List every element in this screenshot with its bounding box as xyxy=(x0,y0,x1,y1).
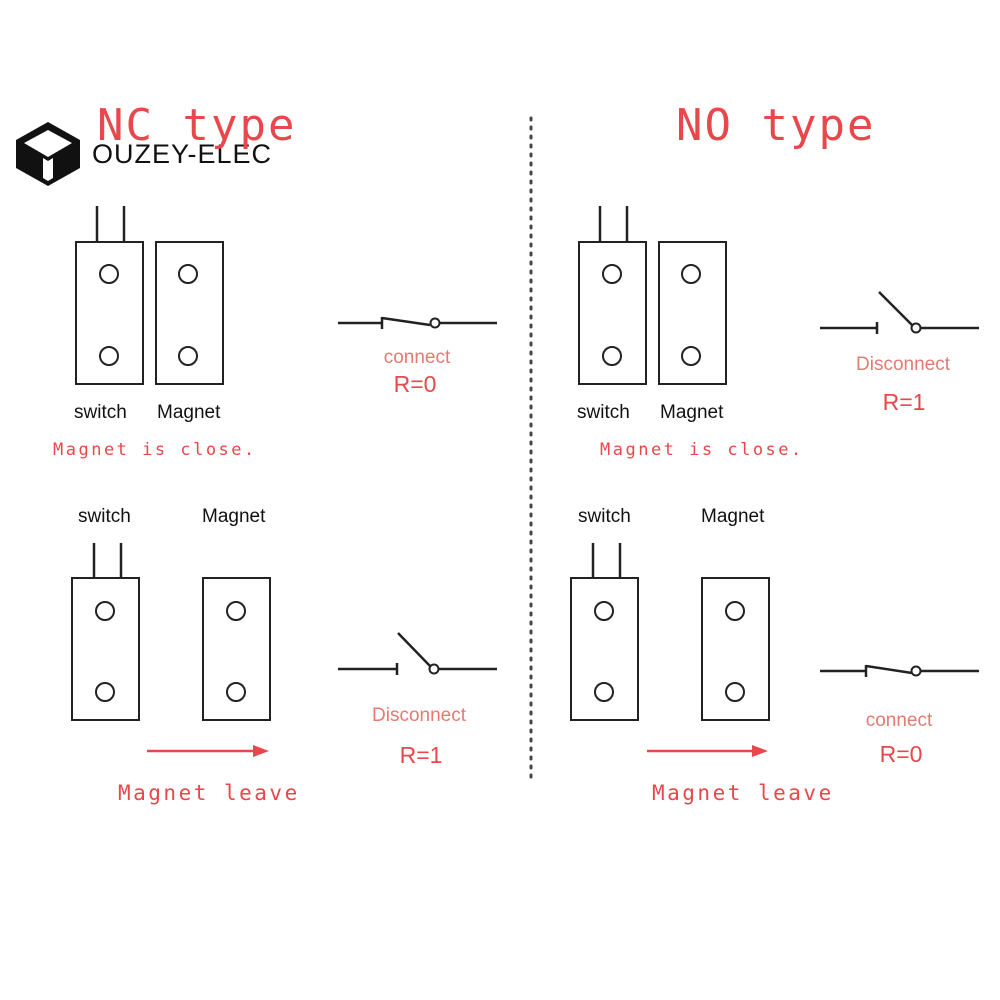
no-top-resistance: R=1 xyxy=(883,389,926,415)
brand-name: OUZEY-ELEC xyxy=(92,139,272,169)
no-top-switch xyxy=(578,206,647,385)
nc-top-switch xyxy=(75,206,144,385)
nc-top-magnet-label: Magnet xyxy=(157,402,221,423)
nc-bottom-caption: Magnet leave xyxy=(118,781,300,805)
nc-bottom-magnet-label: Magnet xyxy=(202,506,266,527)
nc-bottom-switch-label: switch xyxy=(78,506,131,527)
nc-top-resistance: R=0 xyxy=(394,371,437,397)
no-bottom-switch xyxy=(570,543,639,721)
no-top-magnet xyxy=(658,241,727,385)
no-bottom-switch-label: switch xyxy=(578,506,631,527)
nc-top-switch-label: switch xyxy=(74,402,127,423)
no-bottom-caption: Magnet leave xyxy=(652,781,834,805)
no-bottom-resistance: R=0 xyxy=(880,741,923,767)
nc-bottom-magnet xyxy=(202,577,271,721)
no-top-state: Disconnect xyxy=(856,354,951,375)
no-top-switch-label: switch xyxy=(577,402,630,423)
no-bottom-magnet-label: Magnet xyxy=(701,506,765,527)
no-top-magnet-label: Magnet xyxy=(660,402,724,423)
ouzey-cube-logo-icon xyxy=(16,122,80,186)
nc-bottom-resistance: R=1 xyxy=(400,742,443,768)
no-bottom-arrow xyxy=(647,745,768,757)
nc-bottom-switch-symbol-open xyxy=(338,632,497,675)
nc-top-magnet xyxy=(155,241,224,385)
nc-bottom-switch xyxy=(71,543,140,721)
no-top-switch-symbol-open xyxy=(820,291,979,334)
no-bottom-magnet xyxy=(701,577,770,721)
nc-top-switch-symbol-closed xyxy=(338,316,497,329)
nc-top-caption: Magnet is close. xyxy=(53,440,257,460)
nc-type-title: NC type xyxy=(97,100,296,151)
no-bottom-switch-symbol-closed xyxy=(820,664,979,677)
nc-top-state: connect xyxy=(384,347,451,368)
no-top-caption: Magnet is close. xyxy=(600,440,804,460)
nc-bottom-state: Disconnect xyxy=(372,705,467,726)
nc-bottom-arrow xyxy=(147,745,269,757)
no-bottom-state: connect xyxy=(866,710,933,731)
no-type-title: NO type xyxy=(676,100,875,151)
